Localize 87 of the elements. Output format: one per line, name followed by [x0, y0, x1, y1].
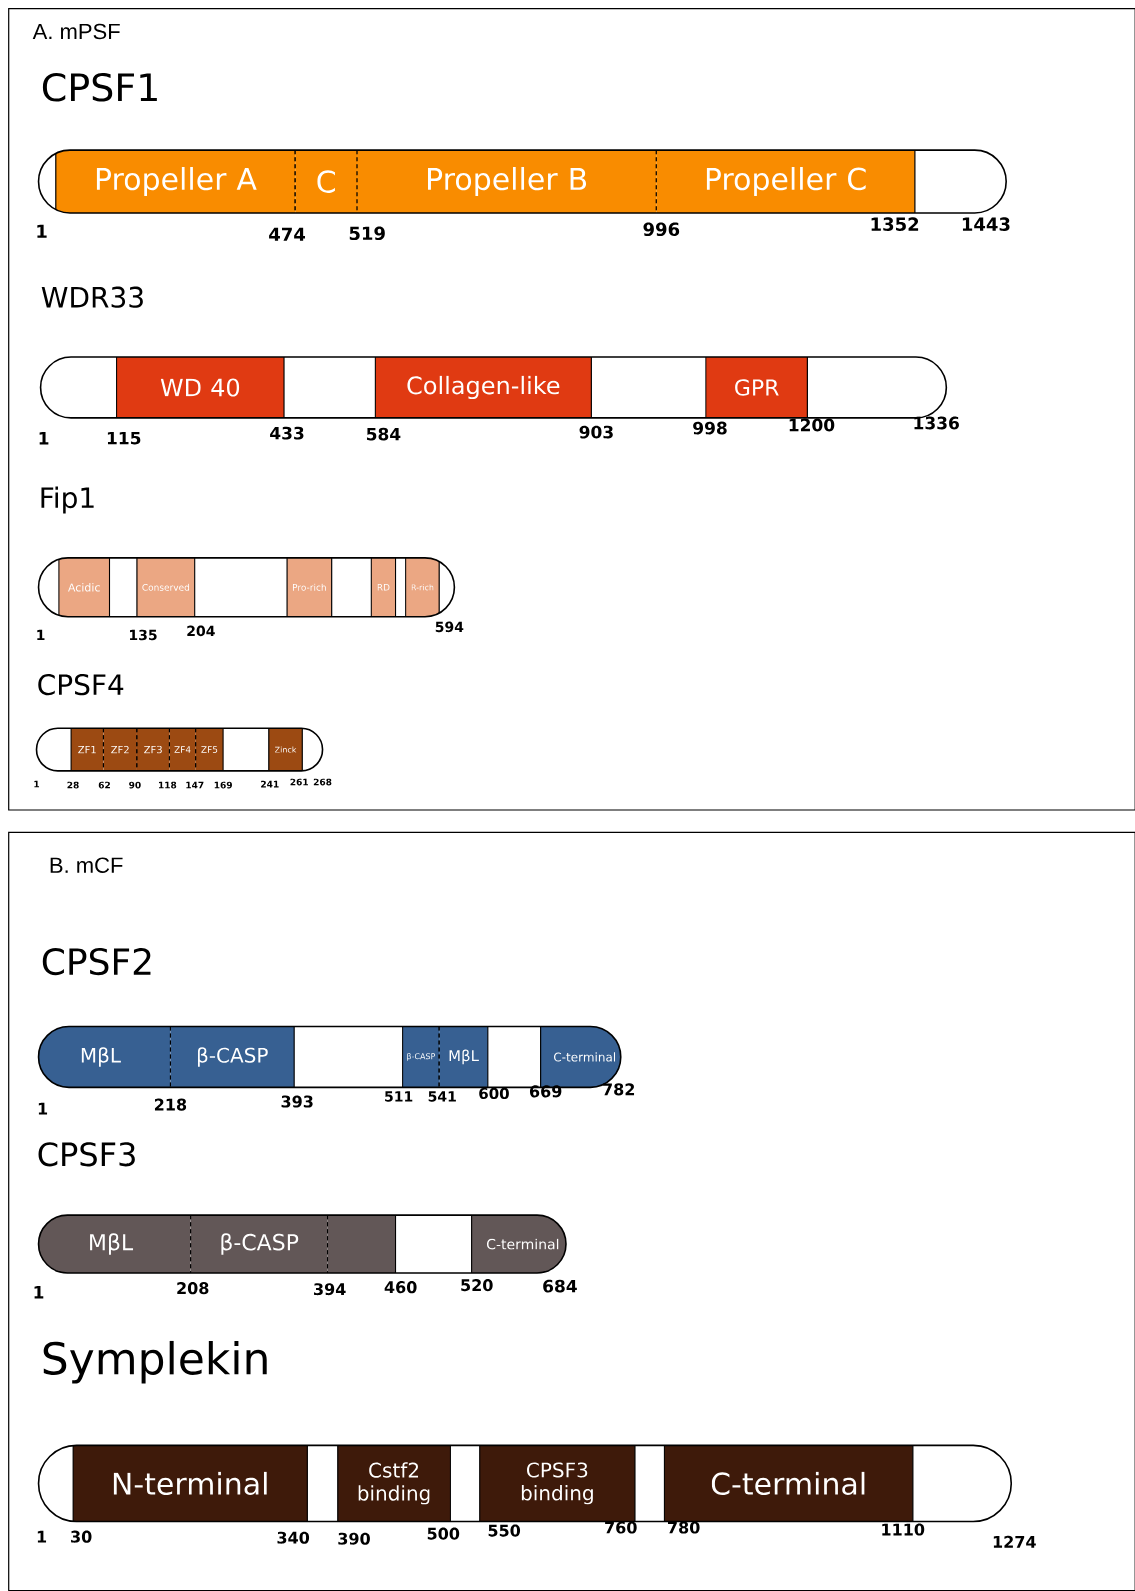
- panel-title: A. mPSF: [32, 23, 120, 40]
- position-number: 996: [643, 222, 680, 237]
- position-number: 550: [488, 1524, 521, 1537]
- domain-box: GPR: [705, 357, 808, 418]
- position-number: 390: [338, 1532, 370, 1545]
- domain-box: ZF2: [102, 728, 138, 771]
- domain-box: WD 40: [116, 357, 285, 418]
- protein-name: WDR33: [41, 286, 143, 308]
- position-number: 600: [479, 1087, 509, 1100]
- node-label: ZF4: [174, 746, 191, 753]
- position-number: 394: [314, 1283, 346, 1296]
- protein-name: CPSF2: [42, 947, 151, 976]
- position-number: 208: [177, 1282, 209, 1295]
- position-number: 1274: [993, 1535, 1036, 1548]
- position-number: 760: [605, 1521, 637, 1534]
- domain-box: ZF5: [195, 728, 224, 771]
- position-number: 1200: [789, 418, 835, 432]
- node-label: MβL: [90, 1233, 134, 1255]
- domain-box: ZF1: [70, 728, 105, 771]
- position-number: 500: [427, 1527, 460, 1540]
- position-number: 594: [435, 621, 464, 633]
- domain-box: N-terminal: [72, 1445, 308, 1522]
- position-number: 780: [668, 1521, 700, 1534]
- domain-box: [327, 1215, 397, 1273]
- node-label: C: [317, 170, 335, 193]
- position-number: 393: [281, 1095, 313, 1108]
- position-number: 261: [290, 778, 308, 786]
- domain-box: C: [294, 150, 358, 213]
- protein-name: CPSF4: [38, 674, 124, 696]
- panel-title: B. mCF: [50, 857, 123, 873]
- domain-box: C-terminal: [471, 1215, 566, 1273]
- position-number: 1: [37, 629, 45, 641]
- domain-box: MβL: [38, 1215, 192, 1273]
- position-number: 241: [261, 780, 279, 788]
- protein-name: CPSF3: [38, 1142, 135, 1167]
- position-number: 460: [384, 1281, 417, 1294]
- domain-box: Collagen-like: [374, 357, 592, 418]
- position-number: 204: [187, 625, 215, 637]
- domain-box: Pro-rich: [286, 557, 333, 617]
- position-number: 118: [159, 781, 177, 789]
- protein-name: CPSF1: [42, 72, 157, 102]
- protein-name: Fip1: [41, 486, 94, 514]
- domain-box: MβL: [438, 1026, 489, 1088]
- domain-box: R-rich: [405, 557, 440, 617]
- position-number: 1: [37, 224, 47, 238]
- node-label: ZF2: [111, 745, 129, 754]
- position-number: 340: [277, 1531, 310, 1544]
- position-number: 62: [98, 781, 110, 789]
- position-number: 169: [214, 781, 232, 789]
- position-number: 268: [313, 778, 332, 786]
- position-number: 135: [130, 629, 157, 641]
- position-number: 28: [67, 781, 79, 789]
- position-number: 1: [38, 1102, 48, 1115]
- domain-box: β-CASP: [169, 1026, 295, 1088]
- domain-box: β-CASP: [402, 1026, 440, 1088]
- protein-name: Symplekin: [43, 1340, 267, 1384]
- domain-box: RD: [370, 557, 397, 617]
- position-number: 218: [154, 1098, 187, 1111]
- domain-box: ZF4: [168, 728, 197, 771]
- position-number: 1: [37, 1530, 47, 1543]
- position-number: 541: [428, 1091, 456, 1102]
- domain-box: C-terminal: [663, 1445, 914, 1522]
- position-number: 998: [693, 421, 727, 435]
- position-number: 520: [461, 1279, 493, 1292]
- position-number: 1110: [882, 1523, 925, 1536]
- domain-box: Cstf2 binding: [337, 1445, 451, 1522]
- domain-box: Propeller C: [655, 150, 916, 213]
- domain-box: Acidic: [58, 557, 111, 617]
- domain-box: CPSF3 binding: [479, 1445, 636, 1522]
- position-number: 903: [579, 425, 613, 439]
- position-number: 1336: [914, 416, 959, 430]
- node-label: β-CASP: [221, 1233, 299, 1255]
- position-number: 584: [366, 427, 401, 441]
- domain-box: Zinck: [268, 728, 303, 771]
- position-number: 1: [34, 780, 40, 788]
- domain-box: MβL: [38, 1026, 171, 1088]
- domain-box: ZF3: [136, 728, 170, 771]
- position-number: 1: [39, 432, 49, 445]
- domain-box: Conserved: [136, 557, 196, 617]
- position-number: 474: [269, 227, 305, 241]
- position-number: 511: [385, 1091, 413, 1102]
- position-number: 115: [107, 431, 141, 445]
- position-number: 90: [129, 781, 141, 789]
- position-number: 147: [186, 781, 204, 789]
- position-number: 1443: [962, 217, 1010, 231]
- position-number: 519: [349, 226, 385, 241]
- position-number: 433: [270, 426, 304, 440]
